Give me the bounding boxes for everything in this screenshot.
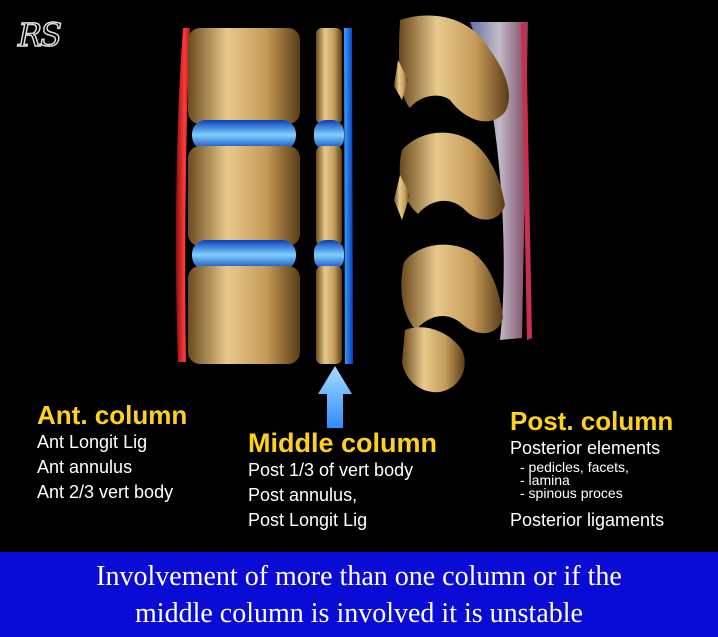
caption-line: Involvement of more than one column or i… xyxy=(96,561,622,592)
middle-column-label: Middle column Post 1/3 of vert body Post… xyxy=(248,428,437,533)
posterior-elements xyxy=(394,15,510,393)
middle-vertebrae xyxy=(314,28,344,364)
anterior-ligament xyxy=(175,28,190,362)
anterior-line: Ant 2/3 vert body xyxy=(37,482,174,502)
anterior-column-label: Ant. column Ant Longit Lig Ant annulus A… xyxy=(37,400,187,505)
posterior-soft-tissue xyxy=(470,22,528,340)
posterior-line: Posterior ligaments xyxy=(510,510,665,530)
spine-slide: RS Ant. column Ant Longit Lig Ant annulu… xyxy=(0,0,718,552)
middle-line: Post annulus, xyxy=(248,485,358,505)
posterior-longitudinal-ligament xyxy=(344,28,353,364)
caption-banner: Involvement of more than one column or i… xyxy=(0,552,718,637)
spine-illustration xyxy=(175,15,532,428)
posterior-sub-item: - spinous proces xyxy=(520,485,623,501)
caption-line: middle column is involved it is unstable xyxy=(135,598,583,629)
posterior-sub-item: - lamina xyxy=(520,472,570,488)
middle-column-arrow xyxy=(318,366,352,428)
posterior-line: Posterior elements xyxy=(510,438,661,458)
posterior-ligament-line xyxy=(521,22,532,340)
middle-line: Post Longit Lig xyxy=(248,510,368,530)
rs-logo: RS xyxy=(17,15,63,55)
anterior-vertebrae xyxy=(188,28,300,364)
posterior-column-label: Post. column Posterior elements - pedicl… xyxy=(510,406,673,533)
posterior-column-title: Post. column xyxy=(510,406,674,436)
anterior-column-title: Ant. column xyxy=(37,400,188,430)
middle-column-title: Middle column xyxy=(248,428,437,458)
anterior-line: Ant Longit Lig xyxy=(37,432,148,452)
posterior-sub-item: - pedicles, facets, xyxy=(520,459,629,475)
middle-line: Post 1/3 of vert body xyxy=(248,460,414,480)
anterior-line: Ant annulus xyxy=(37,457,133,477)
